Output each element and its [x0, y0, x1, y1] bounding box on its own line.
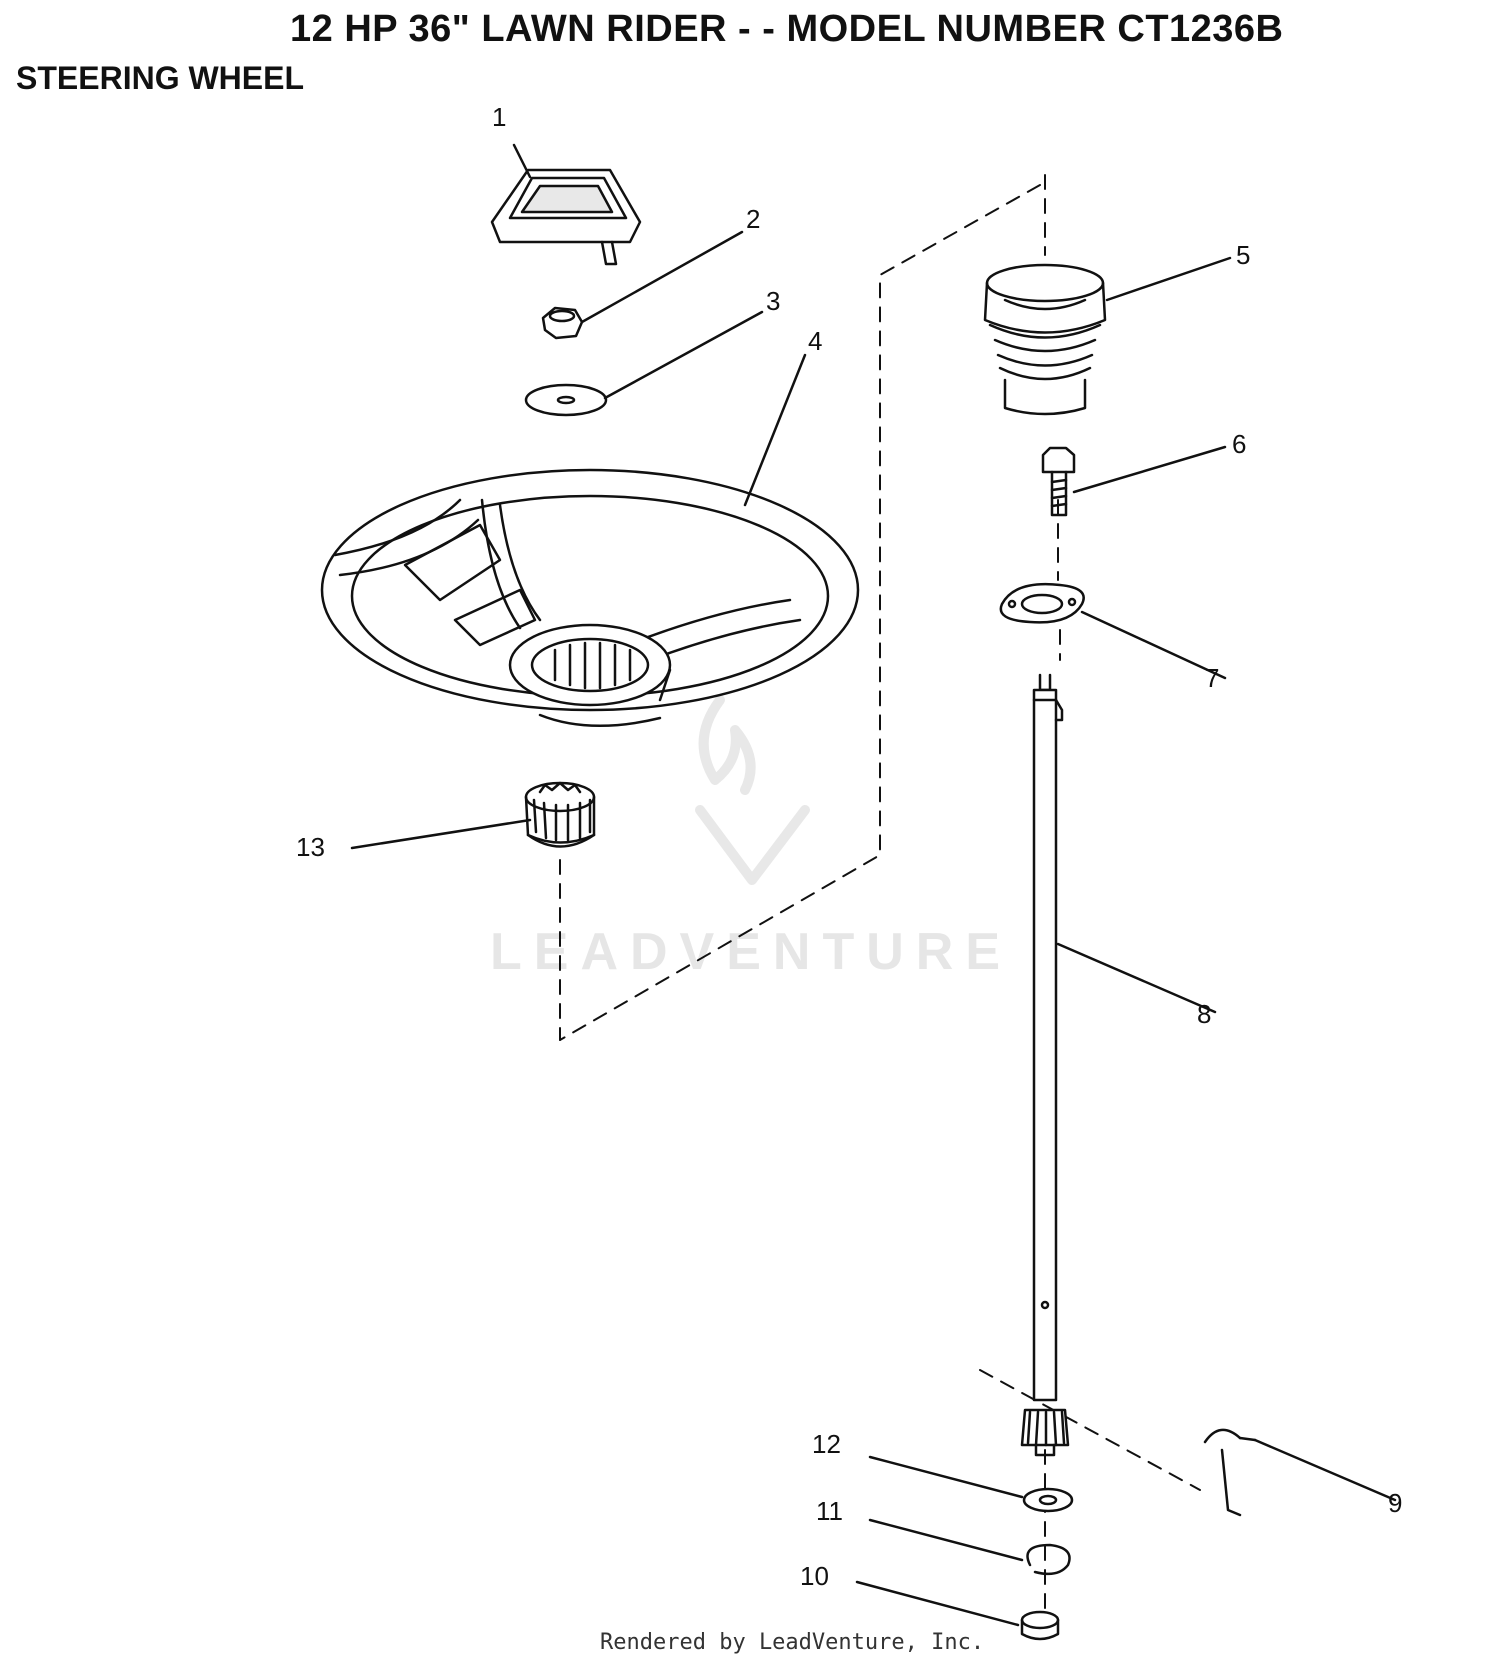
callout-labels: 1 2 3 4 5 6 7 8 9 10 11 12 13 — [296, 102, 1402, 1591]
bracket-icon — [1203, 1428, 1257, 1517]
callout-label-13: 13 — [296, 832, 325, 862]
assembly-dashed-line — [559, 184, 1041, 1041]
steering-cap-icon — [490, 168, 642, 266]
callout-label-2: 2 — [746, 204, 760, 234]
callout-label-1: 1 — [492, 102, 506, 132]
callout-label-11: 11 — [816, 1496, 843, 1526]
page-title: 12 HP 36" LAWN RIDER - - MODEL NUMBER CT… — [290, 8, 1284, 50]
washer-icon — [524, 383, 608, 417]
hex-nut-icon — [541, 306, 584, 340]
callout-label-9: 9 — [1388, 1488, 1402, 1518]
retaining-ring-icon — [1026, 1543, 1071, 1576]
section-title: STEERING WHEEL — [16, 60, 305, 96]
flat-washer-icon — [1022, 1487, 1074, 1513]
callout-label-3: 3 — [766, 286, 780, 316]
callout-label-8: 8 — [1197, 999, 1211, 1029]
steering-wheel-icon — [320, 468, 860, 727]
callout-label-10: 10 — [800, 1561, 829, 1591]
steering-shaft-icon — [1020, 673, 1070, 1457]
footer-credit: Rendered by LeadVenture, Inc. — [600, 1630, 985, 1655]
callout-label-4: 4 — [808, 326, 822, 356]
centerline-right — [979, 174, 1201, 1621]
bellows-boot-icon — [983, 263, 1107, 416]
callout-label-6: 6 — [1232, 429, 1246, 459]
hex-bolt-icon — [1041, 446, 1076, 517]
splined-adapter-icon — [524, 781, 596, 848]
leadventure-flame-logo-icon — [695, 695, 810, 885]
flange-bearing-icon — [999, 582, 1085, 624]
callout-label-7: 7 — [1205, 663, 1219, 693]
callout-label-12: 12 — [812, 1429, 841, 1459]
callout-label-5: 5 — [1236, 240, 1250, 270]
leader-lines — [350, 143, 1397, 1627]
bushing-icon — [1020, 1610, 1060, 1641]
